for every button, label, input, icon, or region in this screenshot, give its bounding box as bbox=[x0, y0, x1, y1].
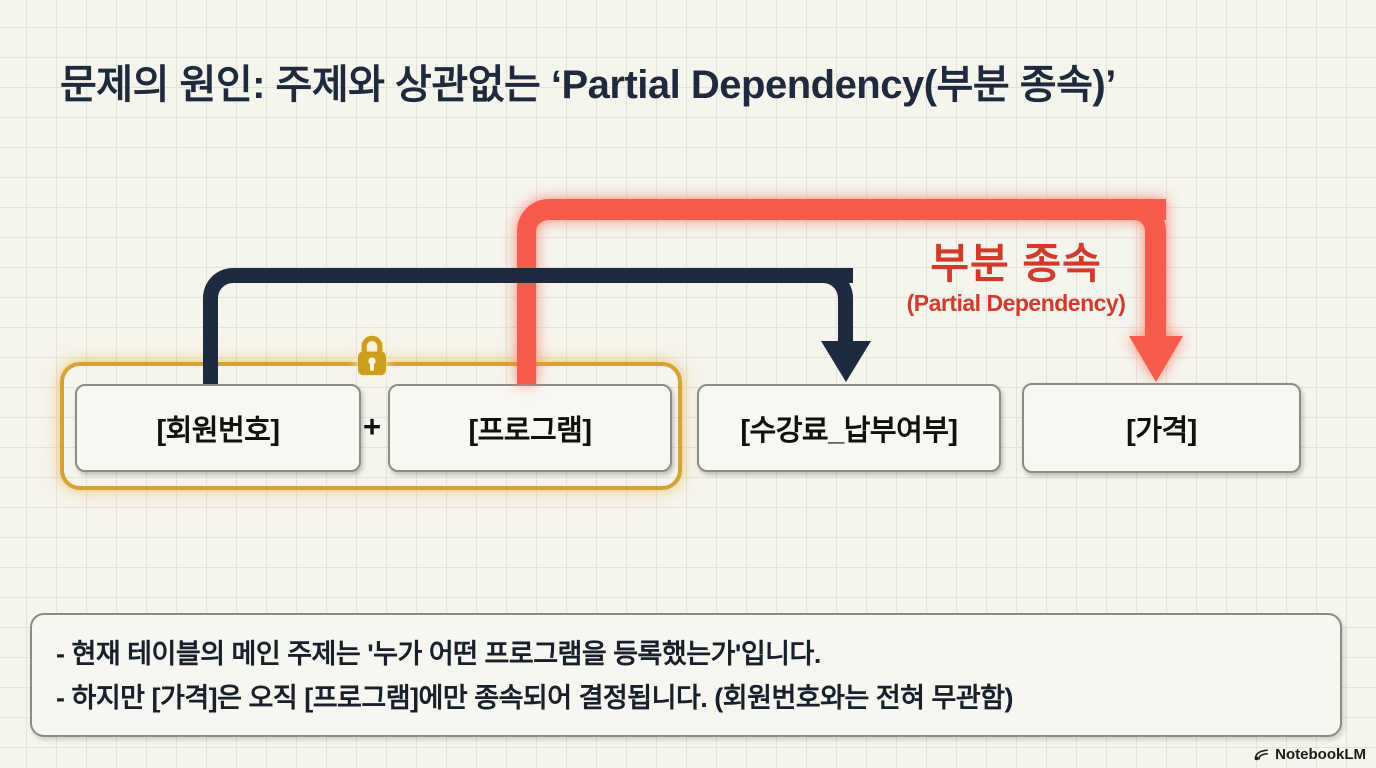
partial-dependency-label-ko: 부분 종속 bbox=[930, 240, 1102, 287]
attribute-box-member-id: [회원번호] bbox=[75, 384, 361, 472]
plus-operator: + bbox=[362, 409, 382, 444]
partial-dependency-label: 부분 종속 (Partial Dependency) bbox=[860, 240, 1172, 317]
notebooklm-icon bbox=[1254, 749, 1269, 761]
attribute-box-fee-paid: [수강료_납부여부] bbox=[697, 384, 1001, 472]
brand-watermark: NotebookLM bbox=[1253, 746, 1366, 763]
composite-key-group: [회원번호] + [프로그램] bbox=[60, 335, 682, 490]
full-dependency-arrowhead-icon bbox=[821, 341, 871, 382]
partial-dependency-arrow-elbow bbox=[1100, 199, 1166, 336]
full-dependency-arrow-elbow bbox=[790, 268, 853, 341]
partial-dependency-label-en: (Partial Dependency) bbox=[906, 290, 1126, 317]
note-line-2: - 하지만 [가격]은 오직 [프로그램]에만 종속되어 결정됩니다. (회원번… bbox=[56, 683, 1014, 713]
lock-icon bbox=[358, 335, 386, 376]
full-dependency-arrow-line bbox=[203, 268, 853, 384]
note-box: - 현재 테이블의 메인 주제는 '누가 어떤 프로그램을 등록했는가'입니다.… bbox=[30, 613, 1342, 737]
note-line-1: - 현재 테이블의 메인 주제는 '누가 어떤 프로그램을 등록했는가'입니다. bbox=[56, 639, 821, 669]
attribute-box-price: [가격] bbox=[1022, 383, 1301, 473]
page-title: 문제의 원인: 주제와 상관없는 ‘Partial Dependency(부분 … bbox=[60, 63, 1116, 107]
brand-label: NotebookLM bbox=[1275, 746, 1366, 763]
partial-dependency-arrow-line bbox=[517, 199, 1166, 384]
partial-dependency-arrowhead-icon bbox=[1129, 336, 1183, 382]
attribute-box-program: [프로그램] bbox=[388, 384, 672, 472]
